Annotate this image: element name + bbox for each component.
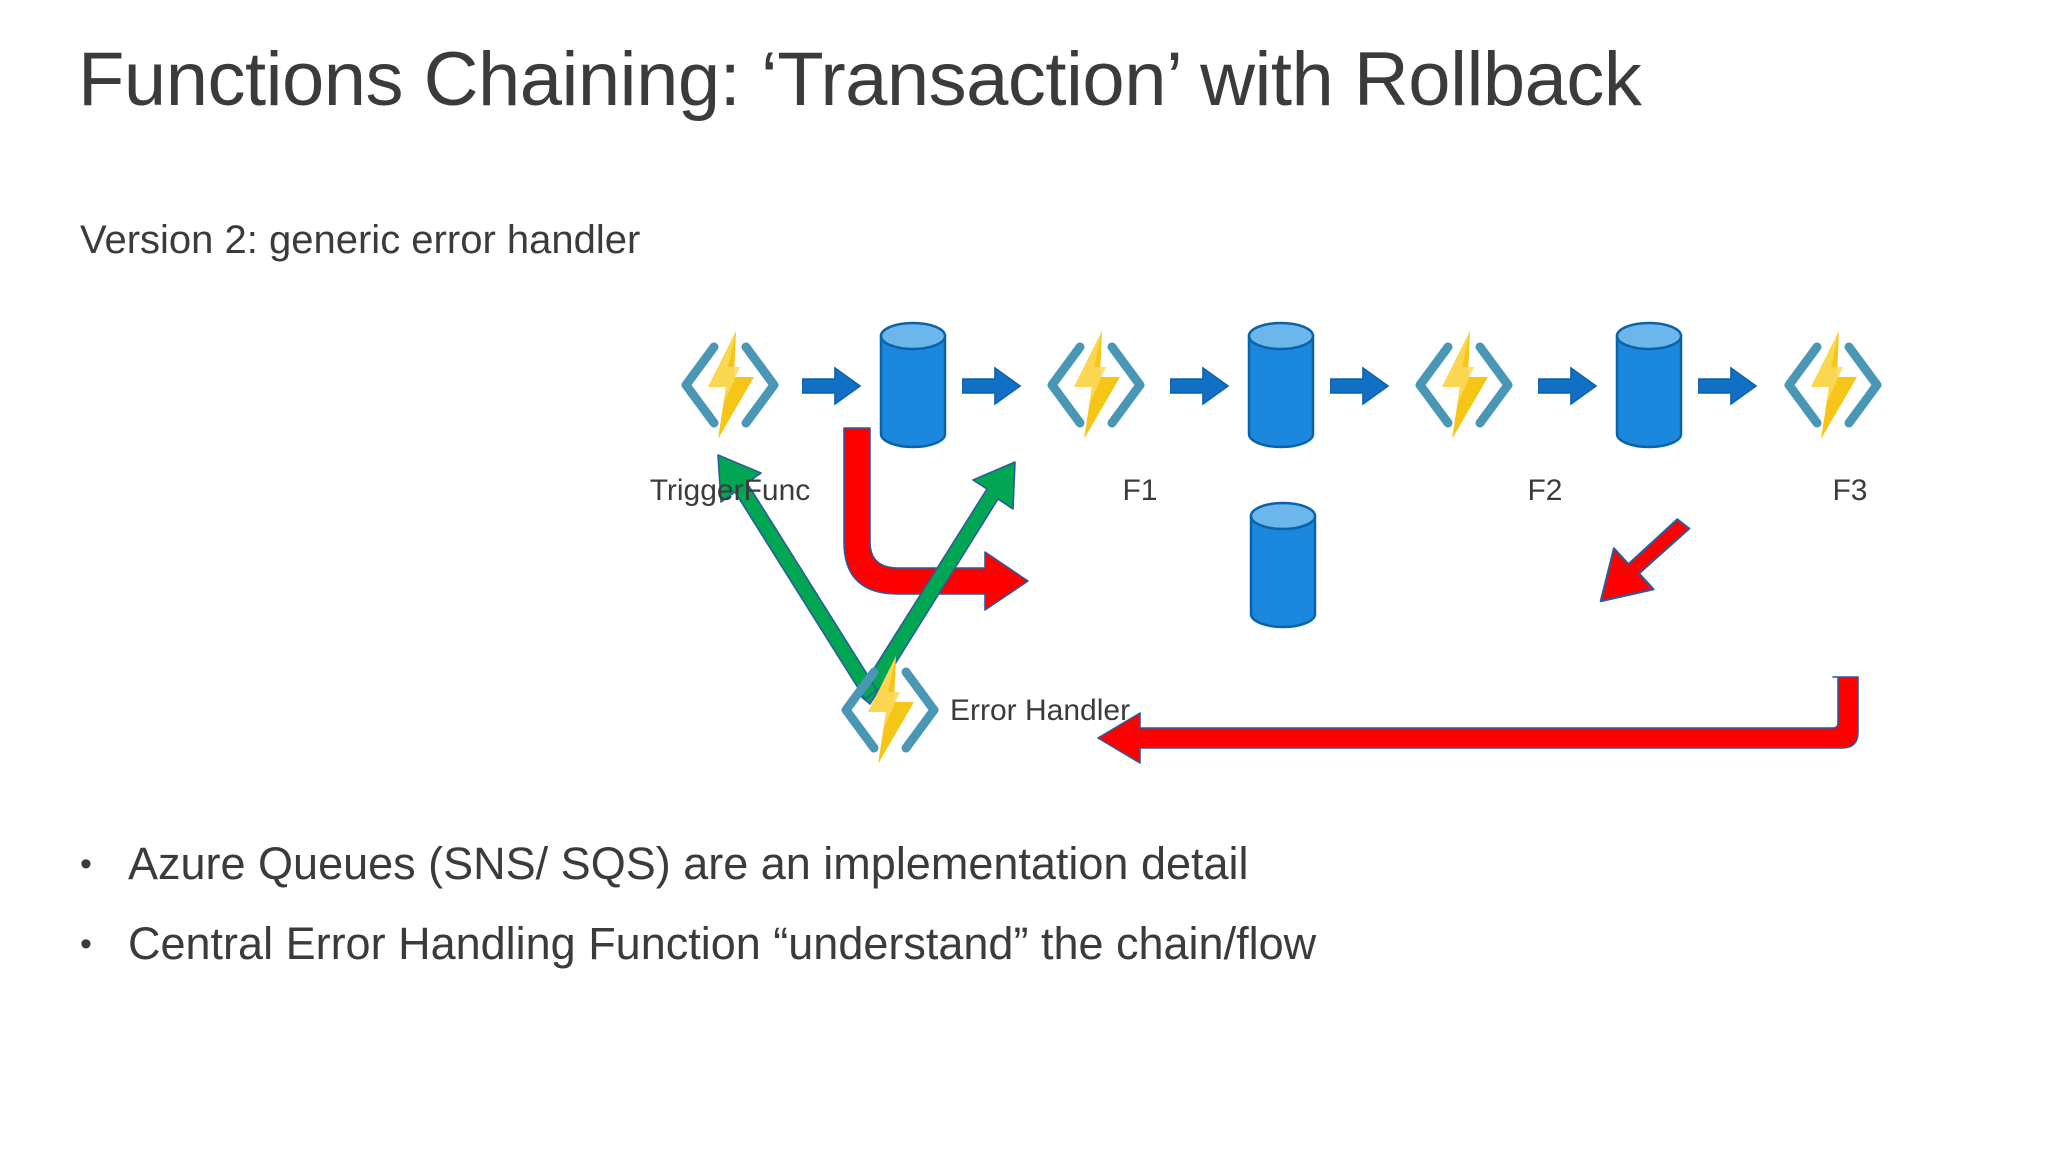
function-chaining-diagram: TriggerFunc F1 F2 — [640, 320, 2040, 840]
label-function-f1: F1 — [1122, 474, 1157, 507]
arrow-right-icon — [962, 367, 1021, 405]
flow-arrow-trigger-to-queue1 — [802, 367, 861, 405]
node-queue-1[interactable] — [879, 321, 947, 449]
error-arrow-f2-to-error-queue — [1599, 518, 1691, 603]
node-queue-3[interactable] — [1615, 321, 1683, 449]
node-trigger-func[interactable] — [686, 331, 774, 439]
flow-arrow-queue2-to-f2 — [1330, 367, 1389, 405]
bullet-marker: • — [80, 845, 92, 883]
node-error-queue[interactable] — [1249, 501, 1317, 629]
flow-arrow-f2-to-queue3 — [1538, 367, 1597, 405]
rollback-arrow-to-queue-2 — [857, 461, 1016, 705]
bullet-marker: • — [80, 925, 92, 963]
flow-arrow-queue1-to-f1 — [962, 367, 1021, 405]
label-function-f2: F2 — [1527, 474, 1562, 507]
slide-subtitle: Version 2: generic error handler — [80, 218, 641, 262]
database-cylinder-icon — [1247, 321, 1315, 449]
flow-arrow-queue3-to-f3 — [1698, 367, 1757, 405]
bullet-item-1: • Central Error Handling Function “under… — [70, 904, 1770, 984]
arrow-right-icon — [1538, 367, 1597, 405]
database-cylinder-icon — [1615, 321, 1683, 449]
label-function-f3: F3 — [1832, 474, 1867, 507]
page-title: Functions Chaining: ‘Transaction’ with R… — [78, 37, 1642, 122]
node-queue-2[interactable] — [1247, 321, 1315, 449]
node-function-f2[interactable] — [1420, 331, 1508, 439]
database-cylinder-icon — [879, 321, 947, 449]
flow-arrow-f1-to-queue2 — [1170, 367, 1229, 405]
azure-function-icon — [1420, 331, 1508, 439]
node-function-f1[interactable] — [1052, 331, 1140, 439]
azure-function-icon — [1052, 331, 1140, 439]
bullet-text: Azure Queues (SNS/ SQS) are an implement… — [128, 838, 1249, 889]
label-trigger-func: TriggerFunc — [650, 474, 811, 507]
arrow-right-icon — [1698, 367, 1757, 405]
node-function-f3[interactable] — [1789, 331, 1877, 439]
rollback-arrow-to-queue-1 — [717, 454, 878, 700]
bullet-text: Central Error Handling Function “underst… — [128, 918, 1317, 969]
azure-function-icon — [1789, 331, 1877, 439]
label-error-handler: Error Handler — [950, 694, 1130, 727]
azure-function-icon — [686, 331, 774, 439]
arrow-right-icon — [1330, 367, 1389, 405]
arrow-right-icon — [802, 367, 861, 405]
bullet-list: • Azure Queues (SNS/ SQS) are an impleme… — [70, 824, 1770, 984]
bullet-item-0: • Azure Queues (SNS/ SQS) are an impleme… — [70, 824, 1770, 904]
arrow-right-icon — [1170, 367, 1229, 405]
database-cylinder-icon — [1249, 501, 1317, 629]
error-arrow-f3-to-error-queue — [1097, 676, 1859, 764]
